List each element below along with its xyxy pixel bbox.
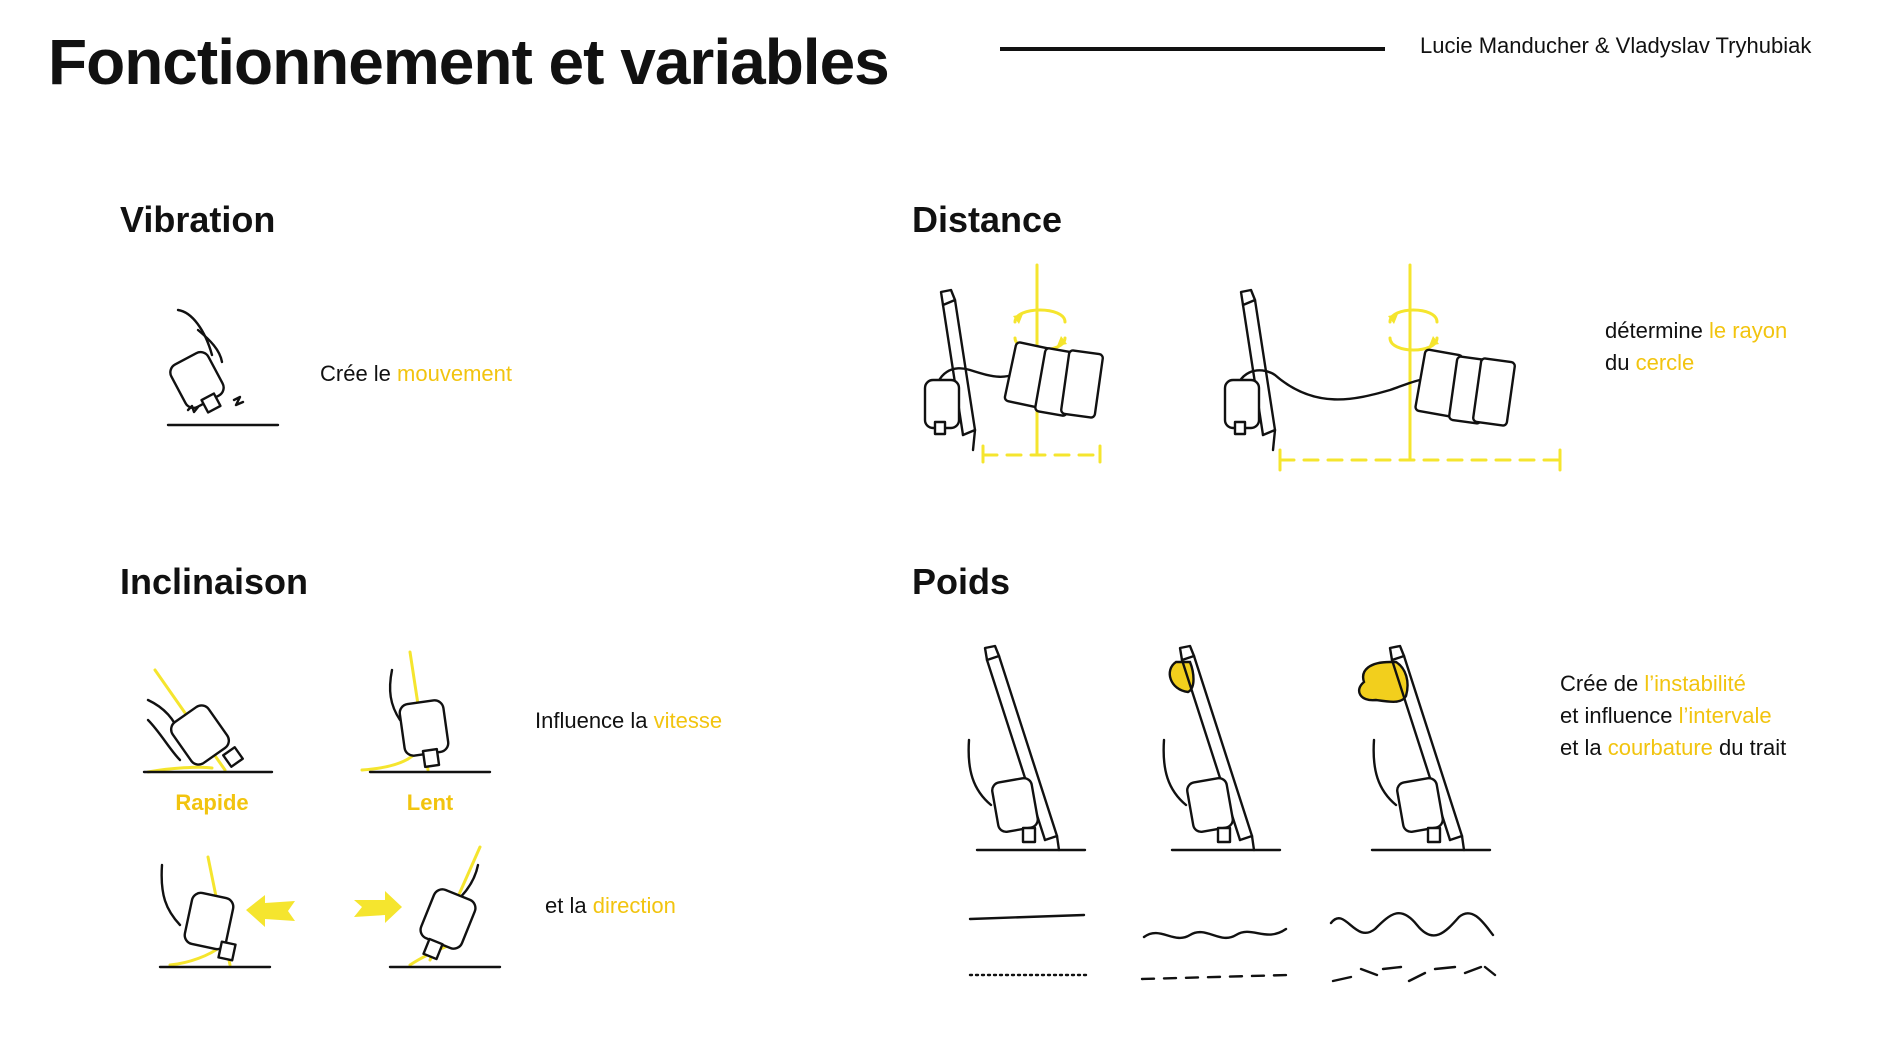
inclinaison-lent-illustration	[360, 650, 492, 774]
poids-desc: Crée de l’instabilité et influence l’int…	[1560, 668, 1786, 764]
inclinaison-direction-highlight: direction	[592, 893, 676, 918]
inclinaison-rapide-illustration	[142, 668, 274, 774]
inclinaison-right-illustration	[354, 845, 502, 969]
poids-desc-line-2: et influence l’intervale	[1560, 700, 1786, 732]
distance-desc-highlight-2: cercle	[1635, 350, 1695, 375]
title-divider	[1000, 47, 1385, 51]
vibration-illustration	[166, 308, 280, 427]
inclinaison-direction-desc: et la direction	[545, 890, 676, 922]
distance-desc-line-1: détermine le rayon	[1605, 315, 1787, 347]
section-title-distance: Distance	[912, 199, 1063, 240]
section-title-poids: Poids	[912, 561, 1011, 602]
inclinaison-left-illustration	[158, 855, 295, 969]
vibration-desc-text: Crée le	[320, 361, 398, 386]
poids-desc-highlight-2: l’intervale	[1678, 703, 1772, 728]
stroke-sample-wavy	[1140, 927, 1290, 981]
poids-desc-text-3-end: du trait	[1712, 735, 1787, 760]
distance-illustration-long	[1223, 263, 1562, 472]
distance-desc-text-2: du	[1605, 350, 1636, 375]
poids-desc-text-1: Crée de	[1560, 671, 1645, 696]
distance-desc: détermine le rayon du cercle	[1605, 315, 1787, 379]
poids-light-illustration	[967, 644, 1087, 852]
caption-rapide: Rapide	[175, 790, 249, 815]
page-title: Fonctionnement et variables	[48, 26, 890, 98]
section-title-inclinaison: Inclinaison	[120, 561, 309, 602]
distance-desc-line-2: du cercle	[1605, 347, 1787, 379]
distance-desc-highlight-1: le rayon	[1708, 318, 1788, 343]
section-title-vibration: Vibration	[120, 199, 276, 240]
poids-desc-line-1: Crée de l’instabilité	[1560, 668, 1786, 700]
inclinaison-speed-desc: Influence la vitesse	[535, 705, 722, 737]
caption-lent: Lent	[406, 790, 454, 815]
poids-heavy-illustration	[1357, 644, 1492, 852]
poids-desc-highlight-3: courbature	[1607, 735, 1713, 760]
poids-desc-highlight-1: l’instabilité	[1644, 671, 1746, 696]
distance-illustration-short	[923, 263, 1104, 464]
inclinaison-direction-text: et la	[545, 893, 593, 918]
poids-desc-line-3: et la courbature du trait	[1560, 732, 1786, 764]
authors: Lucie Manducher & Vladyslav Tryhubiak	[1420, 33, 1812, 58]
vibration-desc: Crée le mouvement	[320, 358, 512, 390]
inclinaison-speed-highlight: vitesse	[653, 708, 723, 733]
stroke-sample-curved	[1329, 912, 1497, 983]
vibration-desc-highlight: mouvement	[397, 361, 512, 386]
poids-desc-text-2: et influence	[1560, 703, 1679, 728]
stroke-sample-straight	[968, 913, 1088, 977]
poids-desc-text-3: et la	[1560, 735, 1608, 760]
distance-desc-text-1: détermine	[1605, 318, 1709, 343]
poids-medium-illustration	[1162, 644, 1282, 852]
inclinaison-speed-text: Influence la	[535, 708, 654, 733]
